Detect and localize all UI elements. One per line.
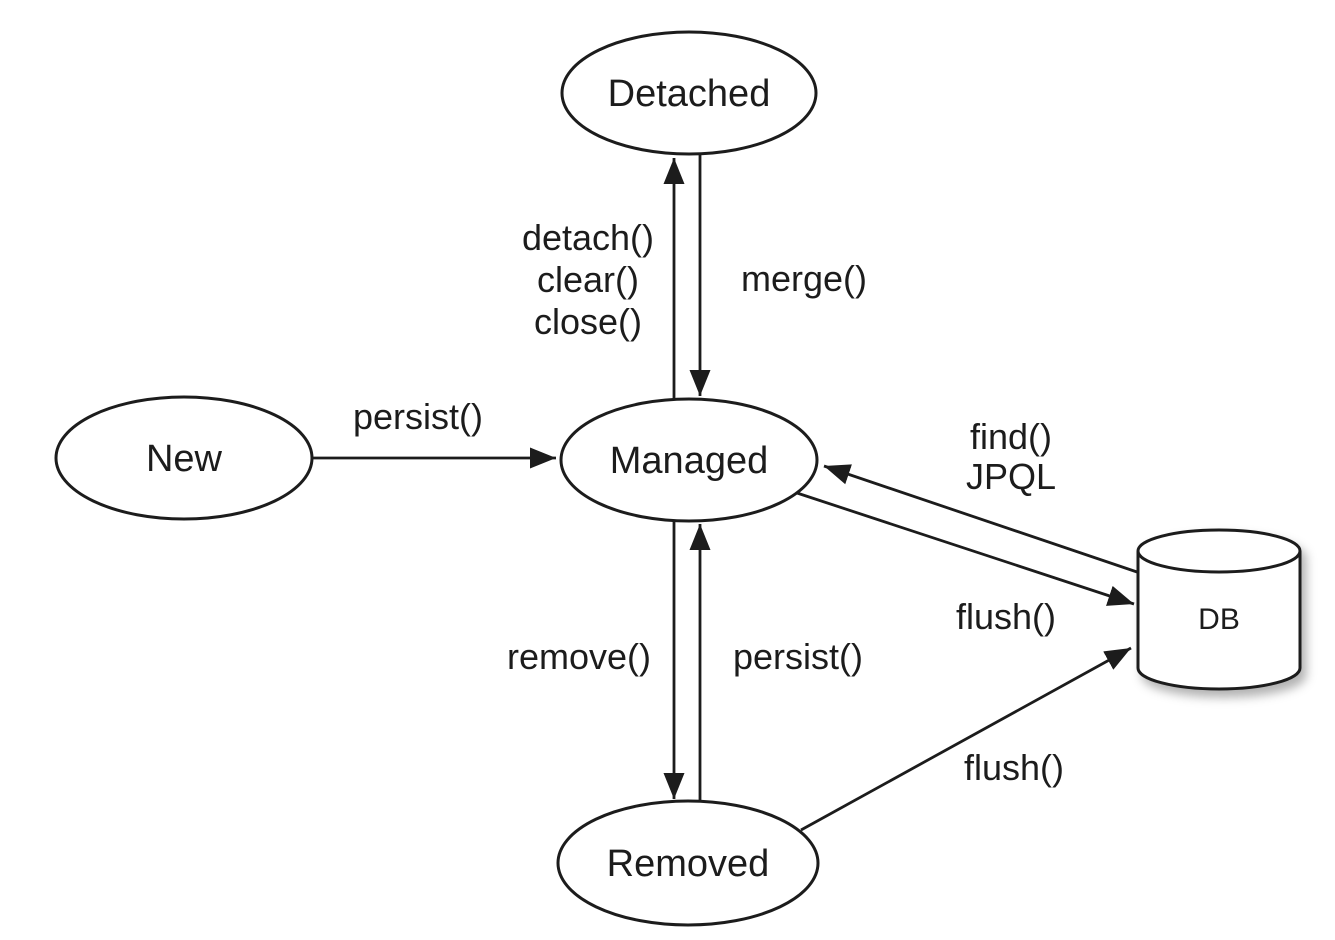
node-db-cylinder bbox=[1136, 528, 1302, 691]
db-cylinder-top bbox=[1136, 528, 1302, 574]
node-detached-label: Detached bbox=[608, 73, 771, 115]
edge-label-flush-managed: flush() bbox=[956, 596, 1056, 637]
edge-label-persist-removed: persist() bbox=[733, 636, 863, 677]
node-managed bbox=[559, 397, 819, 523]
node-detached bbox=[560, 30, 818, 156]
node-db-label: DB bbox=[1198, 603, 1240, 636]
node-new bbox=[54, 395, 314, 521]
db-cylinder-body bbox=[1136, 551, 1302, 691]
edge-label-jpql: JPQL bbox=[966, 456, 1056, 497]
node-removed bbox=[556, 799, 820, 927]
node-managed-label: Managed bbox=[610, 440, 768, 482]
edge-label-persist-new: persist() bbox=[353, 396, 483, 437]
edge-label-remove: remove() bbox=[507, 636, 651, 677]
node-removed-label: Removed bbox=[607, 843, 770, 885]
edge-find-db-to-managed bbox=[823, 464, 1141, 575]
edge-label-find: find() bbox=[970, 416, 1052, 457]
edge-flush-removed-to-db bbox=[800, 646, 1132, 832]
edge-label-clear: clear() bbox=[537, 259, 639, 300]
edge-label-close: close() bbox=[534, 301, 642, 342]
edge-label-merge: merge() bbox=[741, 258, 867, 299]
edge-label-detach: detach() bbox=[522, 217, 654, 258]
node-new-label: New bbox=[146, 438, 223, 480]
edge-label-flush-removed: flush() bbox=[964, 747, 1064, 788]
edge-flush-managed-to-db bbox=[796, 491, 1135, 606]
